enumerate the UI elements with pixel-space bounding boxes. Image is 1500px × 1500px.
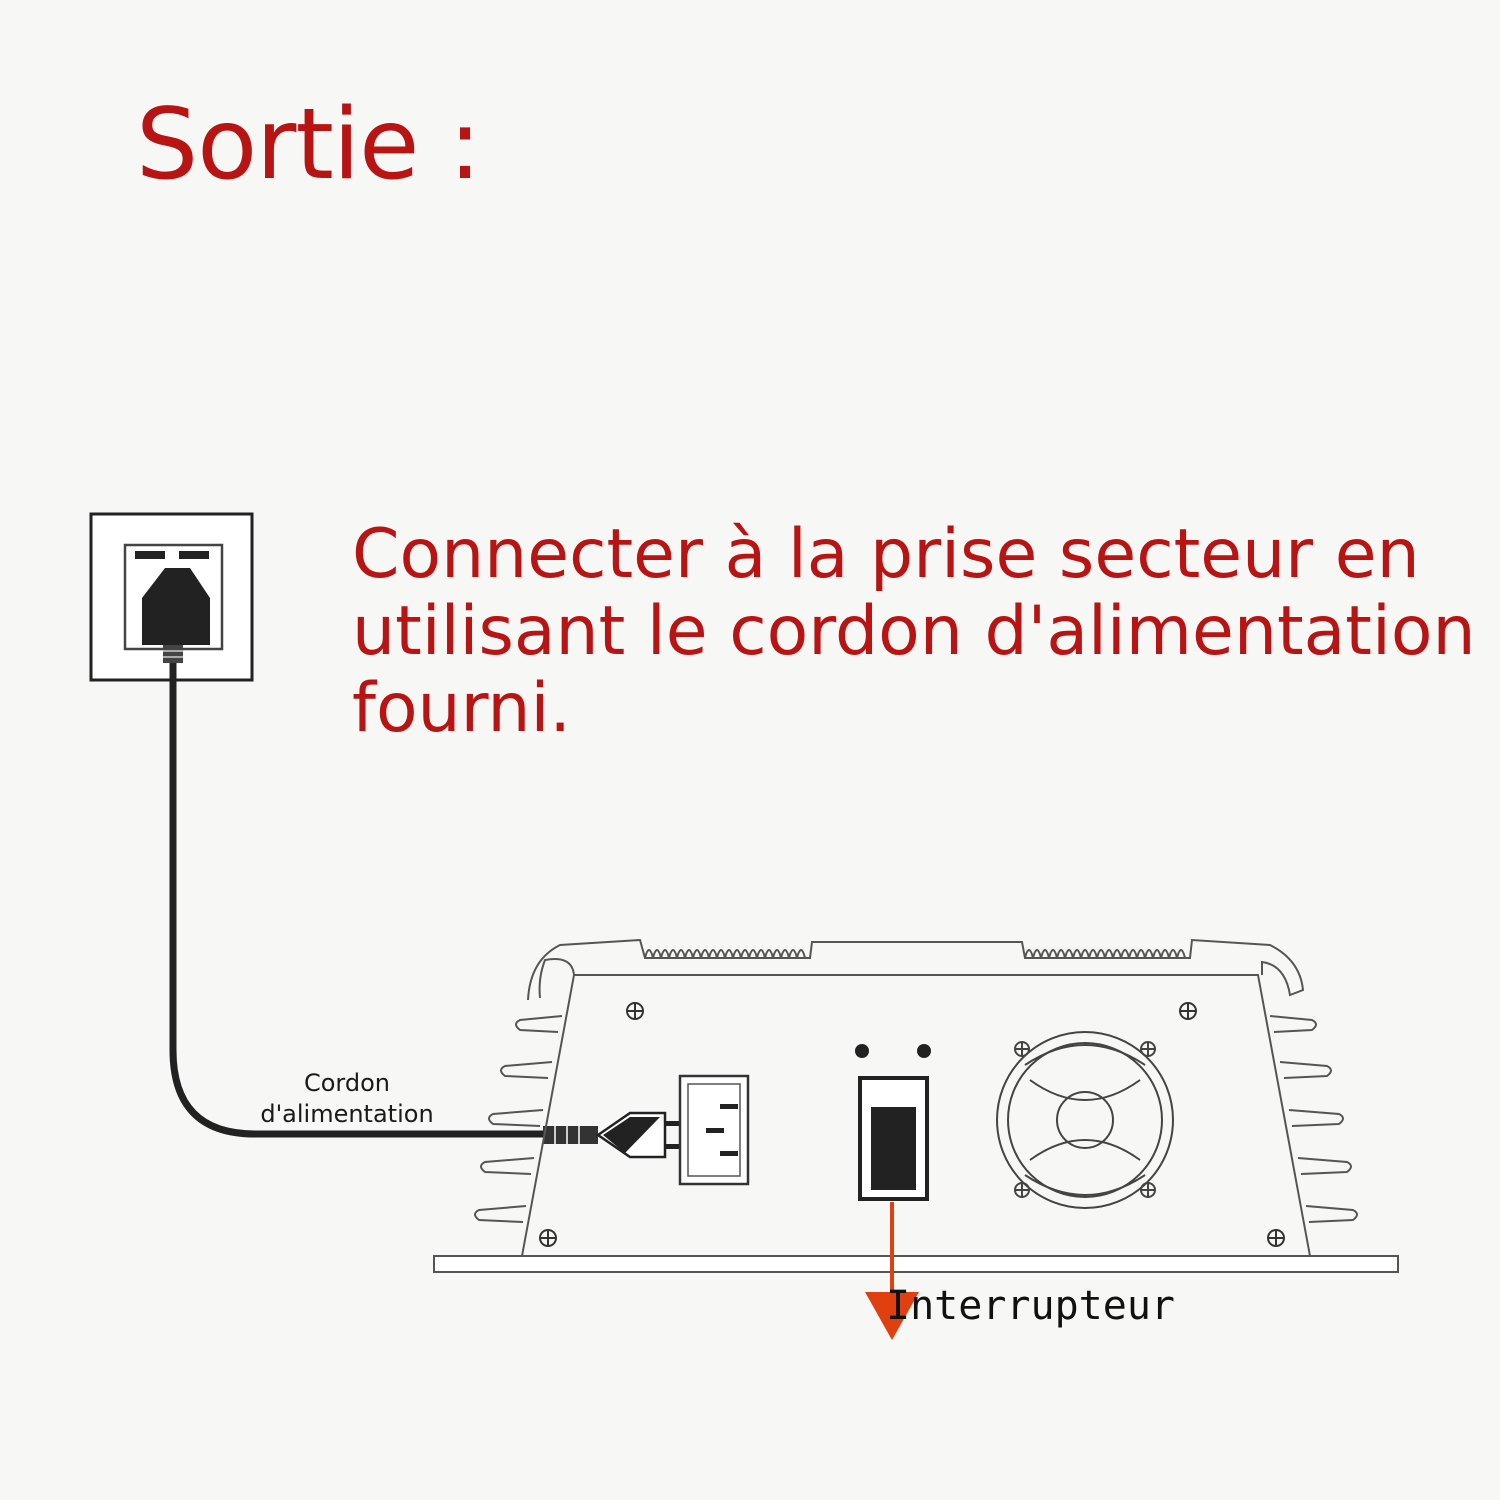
switch-arrow (865, 1202, 919, 1340)
page-title: Sortie : (136, 88, 482, 202)
led-indicator (855, 1044, 869, 1058)
wall-socket (89, 512, 254, 682)
power-switch (858, 1076, 929, 1201)
fan-grille (996, 1031, 1174, 1209)
ac-inlet (678, 1074, 750, 1186)
switch-label: Interrupteur (886, 1283, 1175, 1329)
instruction-text: Connecter à la prise secteur en utilisan… (352, 515, 1476, 748)
screws (539, 1002, 1285, 1247)
inverter-unit (433, 938, 1399, 1273)
power-cord-label: Cordon d'alimentation (260, 1069, 434, 1128)
led-indicator (917, 1044, 931, 1058)
power-cord (169, 663, 545, 1138)
inverter-plug (543, 1111, 683, 1159)
